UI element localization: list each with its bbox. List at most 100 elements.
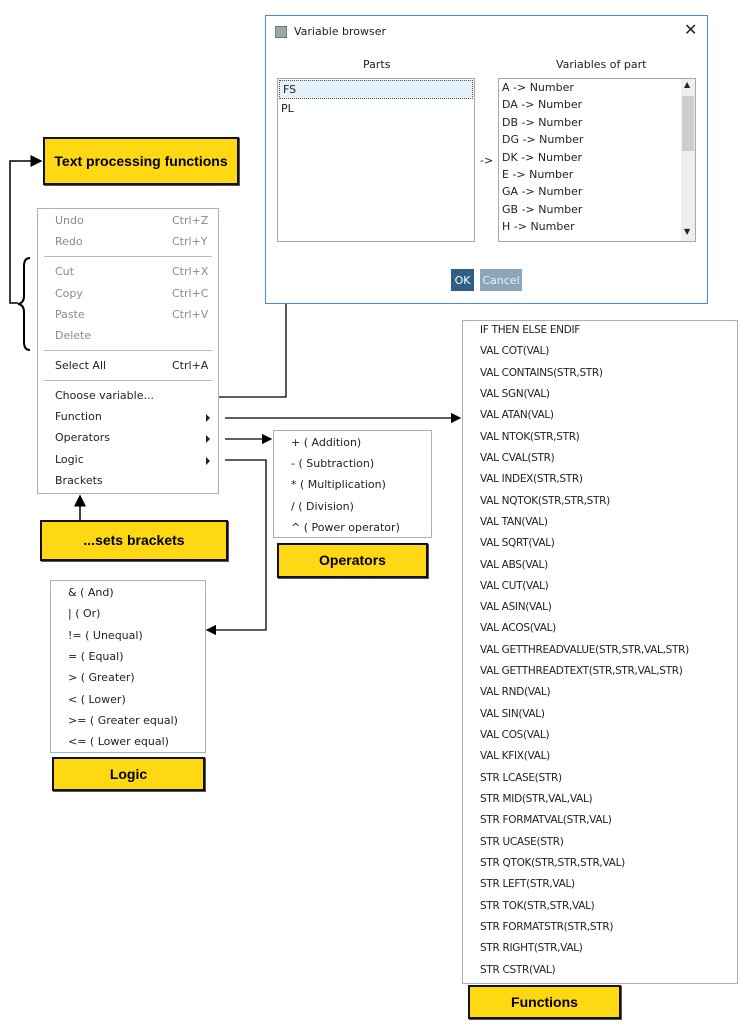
function-item[interactable]: VAL GETTHREADTEXT(STR,STR,VAL,STR) xyxy=(480,665,683,678)
close-icon[interactable]: ✕ xyxy=(684,20,698,39)
logic-item[interactable]: = ( Equal) xyxy=(68,649,124,663)
menu-separator xyxy=(44,380,212,381)
operator-item[interactable]: ^ ( Power operator) xyxy=(291,520,400,534)
operators-submenu: + ( Addition) - ( Subtraction) * ( Multipl… xyxy=(273,430,432,538)
function-item[interactable]: STR TOK(STR,STR,VAL) xyxy=(480,899,595,912)
function-item[interactable]: VAL SIN(VAL) xyxy=(480,707,545,720)
operator-item[interactable]: / ( Division) xyxy=(291,499,354,513)
function-item[interactable]: VAL SGN(VAL) xyxy=(480,387,550,400)
menu-item-delete: Delete xyxy=(55,329,92,342)
logic-item[interactable]: >= ( Greater equal) xyxy=(68,713,178,727)
line-choose-variable xyxy=(218,302,287,398)
logic-item[interactable]: > ( Greater) xyxy=(68,671,135,685)
function-item[interactable]: VAL INDEX(STR,STR) xyxy=(480,473,583,486)
parts-label: Parts xyxy=(363,58,391,71)
function-item[interactable]: VAL ABS(VAL) xyxy=(480,558,548,571)
variable-item[interactable]: DK -> Number xyxy=(502,150,583,164)
menu-separator xyxy=(44,350,212,351)
parts-list[interactable]: FS PL xyxy=(277,78,475,242)
variable-item[interactable]: GB -> Number xyxy=(502,202,583,216)
function-item[interactable]: VAL ATAN(VAL) xyxy=(480,409,554,422)
shortcut-label: Ctrl+C xyxy=(172,287,209,300)
function-item[interactable]: VAL COS(VAL) xyxy=(480,729,550,742)
function-item[interactable]: STR UCASE(STR) xyxy=(480,835,564,848)
function-item[interactable]: STR LEFT(STR,VAL) xyxy=(480,878,575,891)
logic-item[interactable]: | ( Or) xyxy=(68,607,101,621)
function-item[interactable]: STR RIGHT(STR,VAL) xyxy=(480,942,583,955)
ok-button[interactable]: OK xyxy=(451,269,474,291)
function-item[interactable]: IF THEN ELSE ENDIF xyxy=(480,324,581,336)
variable-browser-dialog: Variable browser ✕ Parts Variables of pa… xyxy=(265,15,708,304)
cancel-button[interactable]: Cancel xyxy=(480,269,522,291)
part-item[interactable]: FS xyxy=(279,80,473,100)
arrow-text-processing xyxy=(9,155,43,304)
brace-icon xyxy=(17,257,31,351)
app-icon xyxy=(275,26,287,38)
function-item[interactable]: VAL COT(VAL) xyxy=(480,345,550,358)
menu-item-redo: Redo xyxy=(55,235,83,248)
function-item[interactable]: VAL KFIX(VAL) xyxy=(480,750,550,763)
menu-item-choose-variable[interactable]: Choose variable... xyxy=(55,389,154,402)
callout-logic: Logic xyxy=(52,757,205,791)
variable-item[interactable]: GA -> Number xyxy=(502,185,583,199)
submenu-arrow-icon xyxy=(206,414,210,422)
function-item[interactable]: STR LCASE(STR) xyxy=(480,771,562,784)
function-item[interactable]: VAL RND(VAL) xyxy=(480,686,551,699)
function-item[interactable]: VAL CONTAINS(STR,STR) xyxy=(480,366,603,379)
submenu-arrow-icon xyxy=(206,435,210,443)
operator-item[interactable]: * ( Multiplication) xyxy=(291,478,386,492)
function-item[interactable]: STR FORMATSTR(STR,STR) xyxy=(480,920,614,933)
function-item[interactable]: VAL ACOS(VAL) xyxy=(480,622,556,635)
menu-item-select-all[interactable]: Select All xyxy=(55,359,107,372)
shortcut-label: Ctrl+V xyxy=(172,308,209,321)
variables-list[interactable]: A -> Number DA -> Number DB -> Number DG ->… xyxy=(498,78,696,242)
function-item[interactable]: STR MID(STR,VAL,VAL) xyxy=(480,793,593,806)
menu-item-undo: Undo xyxy=(55,214,84,227)
menu-item-brackets[interactable]: Brackets xyxy=(55,474,103,487)
menu-item-paste: Paste xyxy=(55,308,85,321)
variable-item[interactable]: A -> Number xyxy=(502,81,574,94)
dialog-title: Variable browser xyxy=(294,25,387,38)
logic-item[interactable]: < ( Lower) xyxy=(68,692,126,706)
variable-item[interactable]: DG -> Number xyxy=(502,133,584,147)
function-item[interactable]: STR CSTR(VAL) xyxy=(480,963,556,976)
operator-item[interactable]: - ( Subtraction) xyxy=(291,457,375,471)
callout-sets-brackets: ...sets brackets xyxy=(40,520,228,561)
function-item[interactable]: STR QTOK(STR,STR,STR,VAL) xyxy=(480,857,625,869)
logic-item[interactable]: <= ( Lower equal) xyxy=(68,735,169,749)
function-item[interactable]: VAL TAN(VAL) xyxy=(480,515,548,528)
variable-item[interactable]: E -> Number xyxy=(502,167,574,181)
scroll-up-icon[interactable]: ▲ xyxy=(684,80,691,89)
menu-item-cut: Cut xyxy=(55,265,74,278)
scrollbar[interactable]: ▲ ▼ xyxy=(681,79,695,241)
shortcut-label: Ctrl+Y xyxy=(172,235,208,248)
variable-item[interactable]: DA -> Number xyxy=(502,98,583,112)
function-item[interactable]: VAL CVAL(STR) xyxy=(480,451,555,464)
shortcut-label: Ctrl+Z xyxy=(172,214,209,227)
menu-item-operators[interactable]: Operators xyxy=(55,431,110,444)
variable-item[interactable]: H -> Number xyxy=(502,220,575,234)
menu-item-function[interactable]: Function xyxy=(55,410,102,423)
function-item[interactable]: VAL GETTHREADVALUE(STR,STR,VAL,STR) xyxy=(480,643,689,656)
function-item[interactable]: VAL NQTOK(STR,STR,STR) xyxy=(480,494,610,507)
function-item[interactable]: VAL CUT(VAL) xyxy=(480,579,549,592)
logic-item[interactable]: != ( Unequal) xyxy=(68,628,143,642)
scroll-thumb[interactable] xyxy=(682,96,694,151)
function-item[interactable]: VAL ASIN(VAL) xyxy=(480,601,552,614)
menu-item-logic[interactable]: Logic xyxy=(55,453,84,466)
variable-item[interactable]: DB -> Number xyxy=(502,115,583,129)
scroll-down-icon[interactable]: ▼ xyxy=(684,227,691,236)
function-item[interactable]: STR FORMATVAL(STR,VAL) xyxy=(480,814,612,827)
menu-separator xyxy=(44,256,212,257)
callout-functions: Functions xyxy=(468,985,621,1019)
arrow-logic xyxy=(205,459,267,636)
variables-label: Variables of part xyxy=(556,58,647,71)
operator-item[interactable]: + ( Addition) xyxy=(291,436,362,449)
function-item[interactable]: VAL SQRT(VAL) xyxy=(480,537,555,550)
function-item[interactable]: VAL NTOK(STR,STR) xyxy=(480,430,580,443)
logic-item[interactable]: & ( And) xyxy=(68,586,114,599)
part-item[interactable]: PL xyxy=(281,102,294,116)
callout-operators: Operators xyxy=(277,543,428,578)
